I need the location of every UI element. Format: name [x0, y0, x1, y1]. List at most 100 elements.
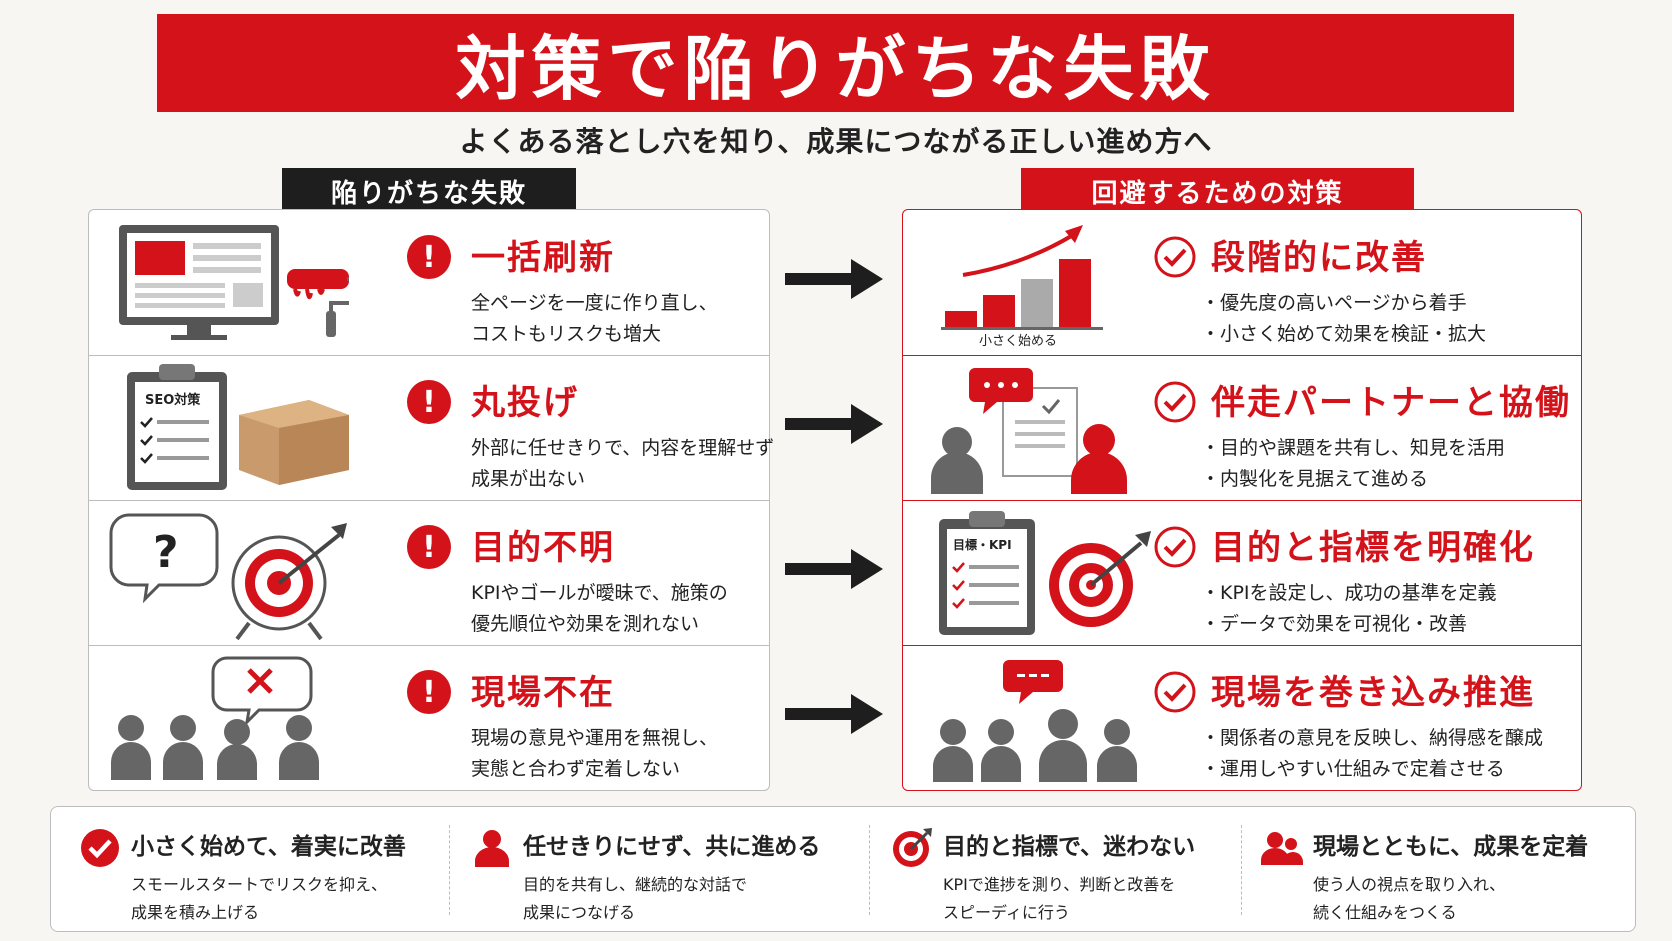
- solution-desc: ・KPIを設定し、成功の基準を定義 ・データで効果を可視化・改善: [1201, 578, 1497, 640]
- key-point: 任せきりにせず、共に進める 目的を共有し、継続的な対話で 成果につなげる: [449, 807, 869, 933]
- row-divider: [903, 500, 1581, 501]
- failure-row: ! 現場不在 現場の意見や運用を無視し、 実態と合わず定着しない: [89, 645, 769, 790]
- key-point-desc-line: 成果を積み上げる: [131, 903, 260, 922]
- failure-desc: 外部に任せきりで、内容を理解せず 成果が出ない: [471, 433, 774, 495]
- failure-title: 一括刷新: [471, 238, 615, 278]
- solution-row: 現場を巻き込み推進 ・関係者の意見を反映し、納得感を醸成 ・運用しやすい仕組みで…: [903, 645, 1581, 790]
- key-point-desc-line: 成果につなげる: [523, 903, 636, 922]
- key-point-desc: 目的を共有し、継続的な対話で 成果につなげる: [523, 871, 747, 927]
- solution-desc: ・目的や課題を共有し、知見を活用 ・内製化を見据えて進める: [1201, 433, 1505, 495]
- failure-row: ! 一括刷新 全ページを一度に作り直し、 コストもリスクも増大: [89, 210, 769, 355]
- exclamation-icon: !: [407, 380, 451, 424]
- solution-row: 目標・KPI 目的と指標を明確化 ・KPIを設定し、成功の基準を定義 ・データで…: [903, 500, 1581, 645]
- failure-desc: KPIやゴールが曖昧で、施策の 優先順位や効果を測れない: [471, 578, 728, 640]
- failure-title: 現場不在: [471, 673, 615, 713]
- key-point: 小さく始めて、着実に改善 スモールスタートでリスクを抑え、 成果を積み上げる: [51, 807, 449, 933]
- check-circle-icon: [1154, 671, 1196, 713]
- key-point-desc-line: スピーディに行う: [943, 903, 1070, 922]
- key-point-desc: スモールスタートでリスクを抑え、 成果を積み上げる: [131, 871, 387, 927]
- solution-desc-line: ・内製化を見据えて進める: [1201, 468, 1429, 490]
- arrow-right-icon: [785, 549, 883, 589]
- solution-desc-line: ・小さく始めて効果を検証・拡大: [1201, 323, 1487, 345]
- failure-desc-line: 実態と合わず定着しない: [471, 758, 681, 780]
- row-divider: [89, 500, 769, 501]
- solution-title: 伴走パートナーと協働: [1211, 383, 1571, 423]
- team-discussion-illustration: [923, 650, 1163, 785]
- title-banner: 対策で陥りがちな失敗: [157, 14, 1514, 112]
- arrow-right-icon: [785, 259, 883, 299]
- key-point-divider: [449, 825, 450, 915]
- check-circle-icon: [1154, 236, 1196, 278]
- solution-desc-line: ・運用しやすい仕組みで定着させる: [1201, 758, 1505, 780]
- check-circle-icon: [1154, 526, 1196, 568]
- failure-desc: 全ページを一度に作り直し、 コストもリスクも増大: [471, 288, 718, 350]
- failure-desc-line: 成果が出ない: [471, 468, 586, 490]
- row-divider: [903, 355, 1581, 356]
- people-cross-illustration: [109, 650, 349, 785]
- solution-desc-line: ・関係者の意見を反映し、納得感を醸成: [1201, 727, 1544, 749]
- exclamation-icon: !: [407, 670, 451, 714]
- key-point-desc: KPIで進捗を測り、判断と改善を スピーディに行う: [943, 871, 1175, 927]
- solution-row: 小さく始める 段階的に改善 ・優先度の高いページから着手 ・小さく始めて効果を検…: [903, 210, 1581, 355]
- page-title: 対策で陥りがちな失敗: [455, 26, 1216, 110]
- row-divider: [903, 645, 1581, 646]
- failure-desc-line: 全ページを一度に作り直し、: [471, 292, 718, 314]
- page-subtitle: よくある落とし穴を知り、成果につながる正しい進め方へ: [459, 125, 1213, 158]
- growth-chart-illustration: 小さく始める: [933, 215, 1173, 350]
- solution-title: 現場を巻き込み推進: [1211, 673, 1535, 713]
- failure-row: ? ! 目的不明 KPIやゴールが曖昧で、施策の 優先順位や効果を測れない: [89, 500, 769, 645]
- question-target-illustration: ?: [109, 505, 349, 641]
- failure-desc-line: 外部に任せきりで、内容を理解せず: [471, 437, 775, 459]
- solution-title: 段階的に改善: [1211, 238, 1427, 278]
- failure-desc-line: 優先順位や効果を測れない: [471, 613, 700, 635]
- exclamation-icon: !: [407, 235, 451, 279]
- failures-panel: ! 一括刷新 全ページを一度に作り直し、 コストもリスクも増大 SEO対策: [88, 209, 774, 791]
- person-icon: [475, 830, 509, 867]
- check-circle-icon: [1154, 381, 1196, 423]
- clipboard-label: SEO対策: [145, 392, 201, 408]
- solution-desc: ・優先度の高いページから着手 ・小さく始めて効果を検証・拡大: [1201, 288, 1486, 350]
- solution-desc-line: ・目的や課題を共有し、知見を活用: [1201, 437, 1506, 459]
- clipboard-box-illustration: SEO対策: [109, 360, 349, 495]
- target-icon: [893, 828, 932, 867]
- failure-desc-line: コストもリスクも増大: [471, 323, 662, 345]
- key-point-desc: 使う人の視点を取り入れ、 続く仕組みをつくる: [1313, 871, 1505, 927]
- solution-desc: ・関係者の意見を反映し、納得感を醸成 ・運用しやすい仕組みで定着させる: [1201, 723, 1543, 785]
- key-points-box: 小さく始めて、着実に改善 スモールスタートでリスクを抑え、 成果を積み上げる 任…: [50, 806, 1636, 932]
- row-divider: [89, 355, 769, 356]
- key-point-desc-line: スモールスタートでリスクを抑え、: [131, 875, 388, 894]
- team-icon: [1261, 832, 1303, 865]
- key-point-desc-line: KPIで進捗を測り、判断と改善を: [943, 875, 1176, 894]
- key-point-divider: [869, 825, 870, 915]
- solution-desc-line: ・KPIを設定し、成功の基準を定義: [1201, 582, 1497, 604]
- solutions-panel: 小さく始める 段階的に改善 ・優先度の高いページから着手 ・小さく始めて効果を検…: [902, 209, 1582, 791]
- chart-caption: 小さく始める: [979, 334, 1057, 349]
- key-point-desc-line: 続く仕組みをつくる: [1313, 903, 1457, 922]
- svg-text:?: ?: [153, 527, 179, 578]
- key-point-desc-line: 目的を共有し、継続的な対話で: [523, 875, 748, 894]
- failure-row: SEO対策 ! 丸投げ 外部に任せきりで、内容を理解せず 成果が出ない: [89, 355, 774, 500]
- kpi-clipboard-target-illustration: 目標・KPI: [933, 505, 1173, 640]
- failures-section-label: 陥りがちな失敗: [282, 168, 576, 214]
- monitor-paint-roller-illustration: [109, 215, 355, 350]
- solution-title: 目的と指標を明確化: [1211, 528, 1535, 568]
- key-point: 現場とともに、成果を定着 使う人の視点を取り入れ、 続く仕組みをつくる: [1241, 807, 1637, 933]
- failure-title: 目的不明: [471, 528, 615, 568]
- arrow-right-icon: [785, 404, 883, 444]
- solution-desc-line: ・優先度の高いページから着手: [1201, 292, 1467, 314]
- arrow-right-icon: [785, 694, 883, 734]
- key-point-title: 任せきりにせず、共に進める: [523, 834, 821, 860]
- solution-row: 伴走パートナーと協働 ・目的や課題を共有し、知見を活用 ・内製化を見据えて進める: [903, 355, 1581, 500]
- clipboard-label: 目標・KPI: [953, 537, 1012, 552]
- key-point: 目的と指標で、迷わない KPIで進捗を測り、判断と改善を スピーディに行う: [869, 807, 1241, 933]
- solutions-section-label: 回避するための対策: [1021, 168, 1414, 214]
- key-point-divider: [1241, 825, 1242, 915]
- key-point-title: 小さく始めて、着実に改善: [131, 834, 406, 860]
- failure-desc: 現場の意見や運用を無視し、 実態と合わず定着しない: [471, 723, 718, 785]
- key-point-title: 目的と指標で、迷わない: [943, 834, 1196, 860]
- failure-desc-line: KPIやゴールが曖昧で、施策の: [471, 582, 728, 604]
- failure-desc-line: 現場の意見や運用を無視し、: [471, 727, 719, 749]
- row-divider: [89, 645, 769, 646]
- failure-title: 丸投げ: [471, 383, 579, 423]
- key-point-desc-line: 使う人の視点を取り入れ、: [1313, 875, 1506, 894]
